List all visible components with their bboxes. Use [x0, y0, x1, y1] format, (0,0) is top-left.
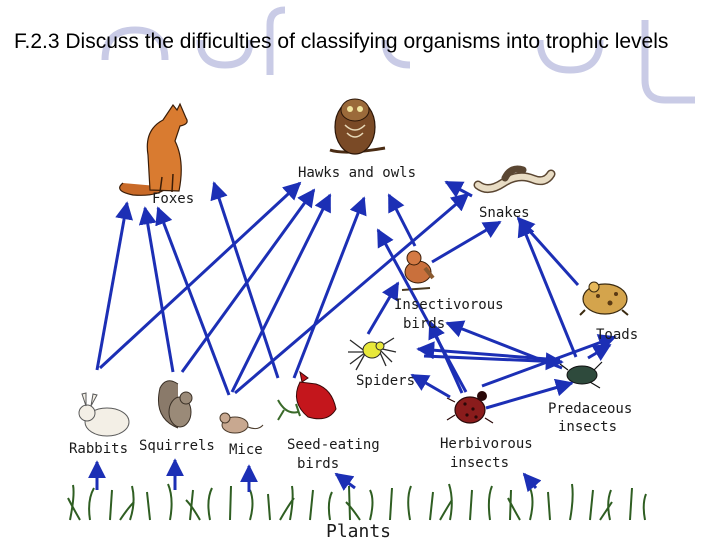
grass-illustration [67, 483, 647, 521]
seed-eating-bird-illustration [277, 370, 337, 421]
spider-illustration [348, 337, 397, 371]
arrow-insectbirds-to-hawks [387, 193, 417, 247]
arrow-mice-to-hawks [230, 193, 332, 393]
arrow-predins-to-spiders [416, 341, 561, 362]
insectivorous-bird-illustration [401, 250, 435, 291]
label-insectivorous-birds-line1: Insectivorous [394, 297, 504, 313]
label-squirrels: Squirrels [139, 438, 215, 454]
arrow-rabbits-to-foxes [95, 201, 133, 371]
arrow-mice-to-foxes [155, 206, 231, 396]
fox-illustration [119, 102, 188, 196]
arrow-herbins-to-predins [485, 378, 574, 410]
label-seed-eating-birds-line1: Seed-eating [287, 437, 380, 453]
arrow-seedbirds-to-foxes [210, 181, 280, 379]
label-predaceous-insects-line1: Predaceous [548, 401, 632, 417]
arrow-insectbirds-to-snakes [431, 220, 502, 264]
arrow-seedbirds-to-hawks [292, 196, 367, 379]
arrow-squirrels-to-foxes [138, 206, 175, 373]
label-hawks-and-owls: Hawks and owls [298, 165, 416, 181]
squirrel-illustration [158, 380, 193, 429]
label-insectivorous-birds-line2: birds [403, 316, 445, 332]
label-predaceous-insects-line2: insects [558, 419, 617, 435]
toad-illustration [579, 281, 629, 316]
owl-illustration [329, 98, 386, 155]
arrow-toads-to-snakes [516, 216, 580, 287]
label-herbivorous-insects-line1: Herbivorous [440, 436, 533, 452]
decorative-rings [101, 6, 695, 104]
label-snakes: Snakes [479, 205, 530, 221]
arrow-snakes-to-hawks [444, 180, 473, 198]
arrow-mice-to-snakes [234, 192, 470, 395]
slide-title: F.2.3 Discuss the difficulties of classi… [14, 30, 669, 53]
arrow-predinsects-to-snakes [517, 218, 578, 358]
arrow-plants-to-herbins [522, 472, 542, 493]
arrow-squirrels-to-hawks [180, 188, 316, 373]
feeding-arrows [88, 180, 617, 493]
arrow-plants-to-seedbirds [334, 472, 356, 491]
herbivorous-insect-illustration [446, 391, 494, 424]
label-toads: Toads [596, 327, 638, 343]
arrow-rabbits-to-hawks [98, 181, 302, 370]
organism-labels: Foxes Hawks and owls Snakes Insectivorou… [69, 165, 638, 540]
arrow-herbins-to-spiders [410, 373, 451, 399]
label-rabbits: Rabbits [69, 441, 128, 457]
label-seed-eating-birds-line2: birds [297, 456, 339, 472]
label-plants: Plants [326, 521, 391, 540]
label-foxes: Foxes [152, 191, 194, 207]
snake-illustration [473, 165, 556, 193]
rabbit-illustration [78, 392, 130, 437]
label-spiders: Spiders [356, 373, 415, 389]
mouse-illustration [219, 412, 264, 434]
label-mice: Mice [229, 442, 263, 458]
arrow-spiders-to-insectbirds [366, 281, 400, 335]
label-herbivorous-insects-line2: insects [450, 455, 509, 471]
arrow-herbins-to-snakes2 [376, 228, 468, 393]
